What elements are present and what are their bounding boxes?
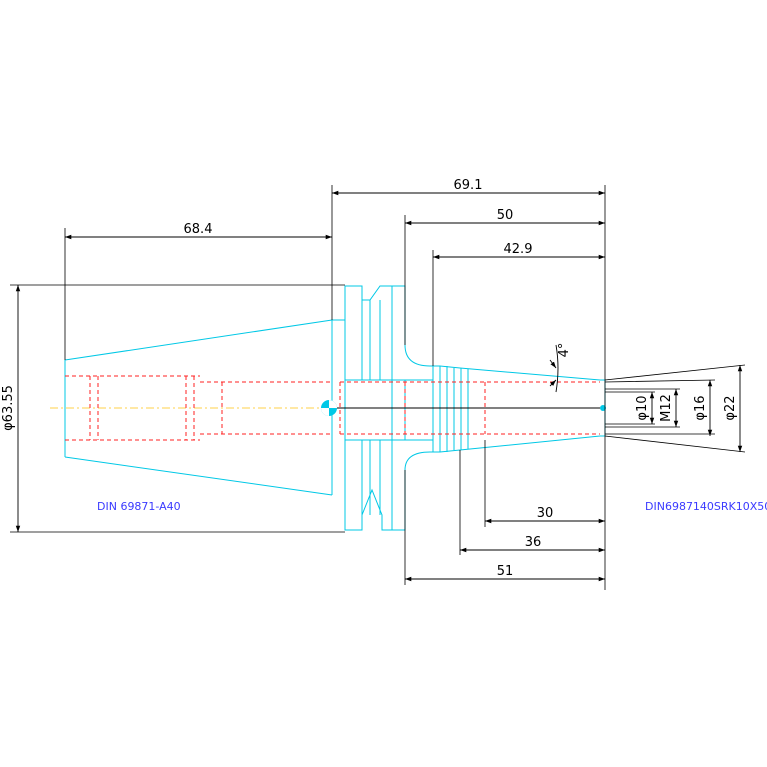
dim-30: 30 (537, 506, 554, 521)
flange-lines (344, 286, 405, 530)
center-marker-cut (321, 400, 337, 416)
nose-rings (432, 366, 469, 452)
right-standard-label: DIN6987140SRK10X50 (645, 500, 767, 513)
nose-inner (404, 379, 433, 441)
hidden-bore-lines (65, 375, 600, 441)
left-standard-label: DIN 69871-A40 (97, 500, 181, 513)
tip-marker (600, 405, 606, 411)
dim-36: 36 (525, 535, 542, 550)
dim-50: 50 (497, 208, 514, 223)
dim-42-9: 42.9 (504, 242, 533, 257)
dim-diameter-22: φ22 (723, 395, 738, 420)
dim-diameter-16: φ16 (693, 395, 708, 420)
dim-angle: 4° (557, 343, 572, 358)
nose-body (404, 344, 606, 471)
dim-diameter-63-55: φ63.55 (1, 385, 16, 431)
taper-cone (64, 319, 333, 496)
dim-51: 51 (497, 564, 514, 579)
dim-69-1: 69.1 (454, 178, 483, 193)
dim-m12: M12 (659, 394, 674, 422)
dim-68-4: 68.4 (184, 222, 213, 237)
dimension-lines (10, 185, 746, 590)
dim-diameter-10: φ10 (635, 395, 650, 420)
